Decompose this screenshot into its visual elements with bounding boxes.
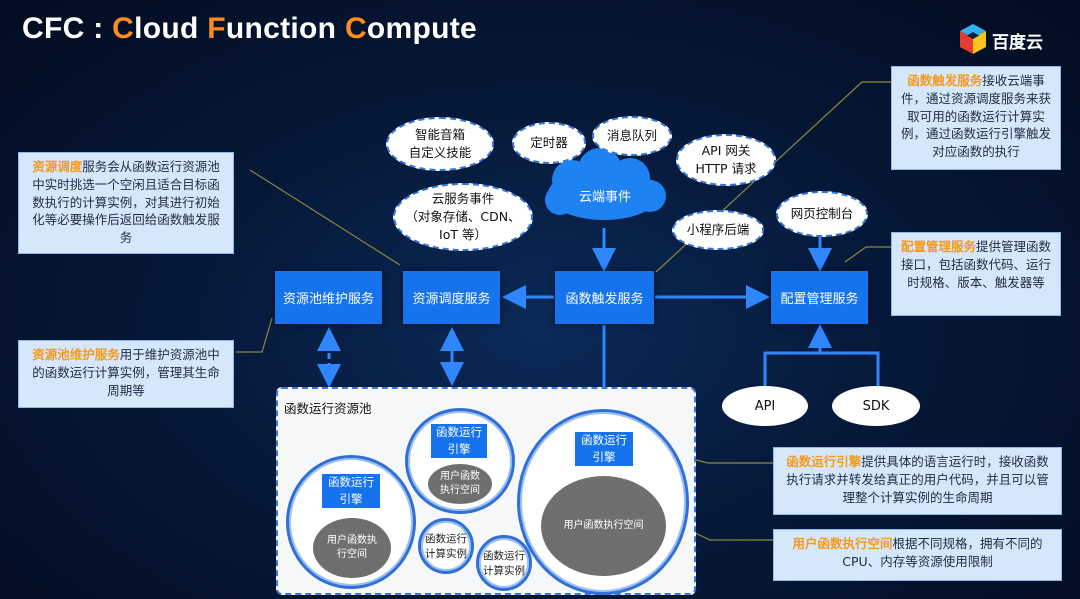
message-queue-event: 消息队列 [592, 116, 672, 156]
cloud-events-label: 云端事件 [578, 190, 631, 205]
trigger-note-keyword: 函数触发服务 [907, 73, 983, 88]
api-label: API [754, 398, 776, 414]
api-source: API [722, 386, 808, 426]
trigger-note: 函数触发服务接收云端事件，通过资源调度服务来获取可用的函数运行计算实例，通过函数… [891, 66, 1061, 170]
logo-text: 百度云 [992, 33, 1043, 53]
user-space-large: 用户函数执行空间 [541, 476, 666, 576]
compute-instance-small-2 [476, 535, 532, 591]
pool-maint-note-keyword: 资源池维护服务 [32, 347, 120, 362]
user-space-mid: 用户函数执行空间 [428, 464, 492, 504]
pool-maint-note-text: 用于维护资源池中的函数运行计算实例，管理其生命周期等 [32, 347, 220, 398]
space-left-label-2: 行空间 [337, 549, 367, 560]
instance-small-1-label-1: 函数运行 [425, 533, 467, 545]
space-note-keyword: 用户函数执行空间 [792, 536, 893, 551]
space-note: 用户函数执行空间根据不同规格，拥有不同的CPU、内存等资源使用限制 [773, 529, 1062, 581]
api-gw-label-1: API 网关 [701, 142, 751, 158]
scheduler-label: 资源调度服务 [412, 292, 491, 307]
scheduler-service: 资源调度服务 [403, 271, 500, 324]
smart-speaker-label-2: 自定义技能 [408, 145, 472, 160]
space-left-label-1: 用户函数执 [327, 535, 377, 546]
space-large-label: 用户函数执行空间 [563, 520, 644, 531]
api-gw-label-2: HTTP 请求 [695, 161, 757, 176]
config-label: 配置管理服务 [780, 292, 859, 307]
smart-speaker-event: 智能音箱自定义技能 [386, 117, 494, 171]
title-letter-f: F [207, 12, 226, 45]
cloud-svc-label-3: IoT 等） [439, 227, 487, 243]
title-prefix: CFC : [22, 12, 113, 45]
cloud-svc-label-1: 云服务事件 [431, 190, 495, 206]
user-space-left: 用户函数执行空间 [313, 518, 391, 578]
trigger-label: 函数触发服务 [565, 292, 644, 307]
miniprogram-event: 小程序后端 [672, 210, 764, 250]
instance-small-1-label-2: 计算实例 [425, 548, 467, 561]
pool-maint-label: 资源池维护服务 [282, 292, 374, 307]
space-mid-label-1: 用户函数 [440, 471, 480, 482]
config-service: 配置管理服务 [771, 271, 868, 324]
sdk-label: SDK [862, 398, 890, 414]
pool-maint-note: 资源池维护服务用于维护资源池中的函数运行计算实例，管理其生命周期等 [18, 340, 234, 408]
cube-icon [960, 24, 986, 54]
engine-large-label-2: 引擎 [592, 450, 616, 464]
mq-label: 消息队列 [606, 127, 657, 143]
engine-left-label-1: 函数运行 [328, 474, 374, 489]
engine-large-label-1: 函数运行 [581, 432, 627, 447]
instance-small-1-label: 函数运行计算实例 [418, 532, 474, 562]
cloud-shape [545, 148, 666, 220]
cloud-svc-label-2: （对象存储、CDN、 [405, 208, 521, 224]
space-note-text: 根据不同规格，拥有不同的CPU、内存等资源使用限制 [842, 536, 1043, 569]
web-console-label: 网页控制台 [790, 205, 854, 221]
pool-title: 函数运行资源池 [284, 401, 372, 416]
compute-instance-small-1 [418, 518, 474, 574]
scheduler-note-keyword: 资源调度 [32, 159, 83, 174]
smart-speaker-label-1: 智能音箱 [414, 126, 465, 142]
sdk-source: SDK [832, 386, 920, 426]
cloud-service-event: 云服务事件 （对象存储、CDN、 IoT 等） [393, 183, 533, 251]
scheduler-note: 资源调度服务会从函数运行资源池中实时挑选一个空闲且适合目标函数执行的计算实例，对… [18, 152, 234, 254]
title-word-ompute: ompute [366, 12, 478, 45]
scheduler-note-text: 服务会从函数运行资源池中实时挑选一个空闲且适合目标函数执行的计算实例，对其进行初… [32, 159, 220, 245]
engine-large: 函数运行引擎 [575, 432, 633, 466]
page-title: CFC : Cloud Function Compute [22, 12, 477, 46]
trigger-note-text: 接收云端事件，通过资源调度服务来获取可用的函数运行计算实例，通过函数运行引擎触发… [900, 73, 1051, 159]
engine-mid-label-1: 函数运行 [436, 424, 482, 439]
trigger-service: 函数触发服务 [555, 271, 654, 324]
timer-label: 定时器 [530, 134, 568, 150]
title-letter-c: C [112, 12, 135, 45]
engine-note: 函数运行引擎提供具体的语言运行时，接收函数执行请求并转发给真正的用户代码，并且可… [773, 447, 1062, 515]
config-note-keyword: 配置管理服务 [900, 239, 976, 254]
baidu-cloud-logo: 百度云 [958, 22, 1068, 58]
config-note: 配置管理服务提供管理函数接口，包括函数代码、运行时规格、版本、触发器等 [891, 232, 1061, 316]
api-gateway-event: API 网关 HTTP 请求 [676, 134, 776, 186]
title-word-unction: unction [225, 12, 345, 45]
miniprogram-label: 小程序后端 [686, 221, 750, 237]
web-console-source: 网页控制台 [776, 191, 868, 237]
title-letter-c2: C [344, 12, 367, 45]
config-note-text: 提供管理函数接口，包括函数代码、运行时规格、版本、触发器等 [900, 239, 1052, 290]
engine-mid: 函数运行引擎 [431, 424, 487, 458]
instance-small-2-label: 函数运行计算实例 [476, 549, 532, 579]
instance-small-2-label-1: 函数运行 [483, 550, 525, 562]
title-word-loud: loud [134, 12, 208, 45]
instance-small-2-label-2: 计算实例 [483, 565, 525, 578]
engine-left: 函数运行引擎 [322, 474, 380, 508]
space-mid-label-2: 执行空间 [440, 485, 480, 496]
engine-left-label-2: 引擎 [339, 492, 363, 506]
timer-event: 定时器 [512, 122, 586, 164]
engine-note-keyword: 函数运行引擎 [786, 454, 862, 469]
pool-maintenance-service: 资源池维护服务 [275, 271, 382, 324]
engine-note-text: 提供具体的语言运行时，接收函数执行请求并转发给真正的用户代码，并且可以管理整个计… [786, 454, 1049, 505]
engine-mid-label-2: 引擎 [447, 442, 471, 456]
